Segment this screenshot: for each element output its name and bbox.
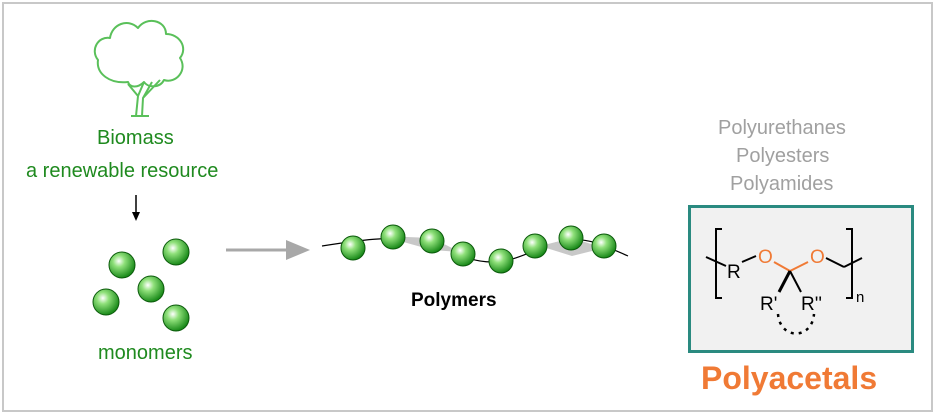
r-prime-label: R' <box>760 294 777 315</box>
polyurethanes-label: Polyurethanes <box>718 117 846 139</box>
r-double-prime-label: R'' <box>801 294 822 315</box>
monomer-spheres <box>92 238 190 332</box>
polymer-sphere <box>591 233 617 259</box>
polyesters-label: Polyesters <box>736 145 830 167</box>
polyacetals-label: Polyacetals <box>701 360 878 396</box>
monomers-label: monomers <box>98 342 193 364</box>
figure-frame <box>2 2 933 412</box>
tree-icon <box>93 19 185 117</box>
polymer-sphere <box>450 241 476 267</box>
polymer-sphere <box>340 235 366 261</box>
monomer-sphere <box>108 251 136 279</box>
r-group-label: R <box>727 262 741 283</box>
polymers-label: Polymers <box>411 290 497 311</box>
polymer-sphere <box>522 233 548 259</box>
down-arrow <box>132 195 140 221</box>
polymerization-arrow <box>226 240 310 260</box>
monomer-sphere <box>137 275 165 303</box>
oxygen-1-label: O <box>758 247 773 268</box>
monomer-sphere <box>92 288 120 316</box>
oxygen-2-label: O <box>810 247 825 268</box>
monomer-sphere <box>162 238 190 266</box>
polymer-chain <box>321 224 629 274</box>
biomass-subtitle: a renewable resource <box>26 160 219 182</box>
polymer-sphere <box>558 225 584 251</box>
polymer-sphere <box>380 224 406 250</box>
polyamides-label: Polyamides <box>730 173 834 195</box>
monomer-sphere <box>162 304 190 332</box>
polymer-sphere <box>488 248 514 274</box>
polymer-sphere <box>419 228 445 254</box>
polyacetal-structure-box <box>688 205 914 353</box>
biomass-title: Biomass <box>97 127 174 149</box>
repeat-unit-n-label: n <box>856 289 864 306</box>
